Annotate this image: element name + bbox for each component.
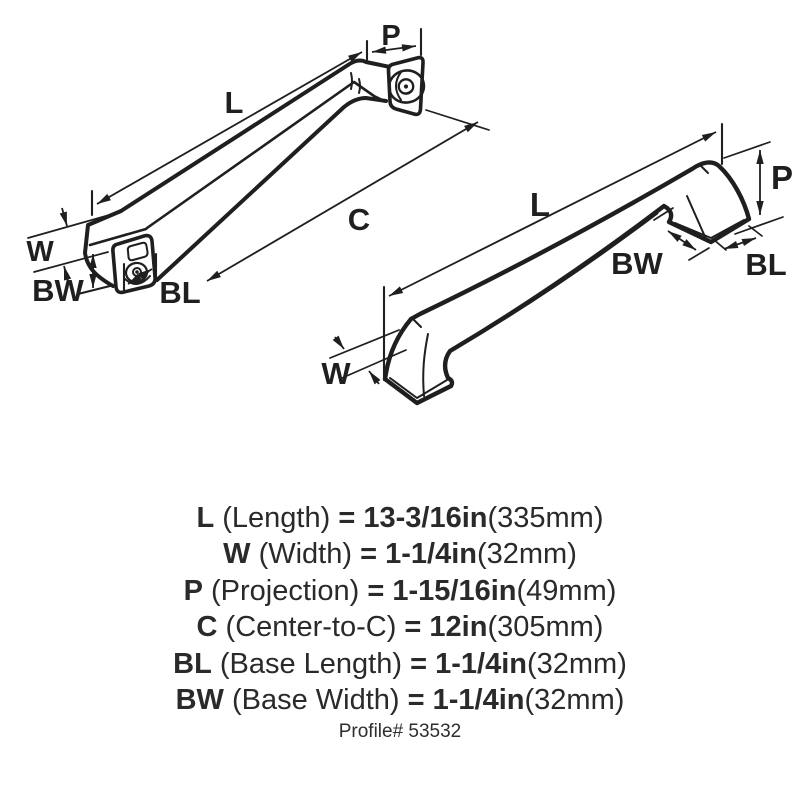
handle-bar-end-inner-edge [88,227,148,247]
spec-name: (Width) [258,538,353,571]
right-screw-arc [399,89,413,95]
equals-sign: = [410,647,428,680]
spec-metric: (32mm) [524,684,625,717]
spec-metric: (305mm) [487,611,604,644]
handle-dimension-diagram: L P C W BW BL [26,20,793,406]
center-dimension-arrow [206,121,479,282]
handle-bar-bottom-edge [155,96,388,282]
projection-label: P [381,20,400,52]
width-extension-line [27,211,121,239]
neck-wrinkle-line [350,72,353,90]
dimension-spec-list: L (Length) = 13-3/16in(335mm) W (Width) … [0,500,800,743]
spec-metric: (49mm) [516,574,617,607]
spec-value: 12in [429,611,488,644]
base-width-extension-tick [688,247,710,261]
center-to-center-label: C [348,202,370,237]
base-length-extension-tick [748,225,763,237]
neck-wrinkle-line [358,78,361,94]
left-base-slot [126,241,149,262]
profile-number: Profile# 53532 [338,721,462,743]
spec-abbr: P [183,574,203,607]
projection-dimension-arrow [371,44,417,54]
handle-side-silhouette [382,160,752,406]
spec-row-base-width: BW (Base Width) = 1-1/4in(32mm) [0,682,800,718]
projection-extension-line [734,216,784,235]
width-arrow [368,370,381,385]
spec-row-base-length: BL (Base Length) = 1-1/4in(32mm) [0,646,800,682]
spec-row-center-to-center: C (Center-to-C) = 12in(305mm) [0,609,800,645]
spec-value: 13-3/16in [363,502,488,534]
base-width-extension-tick [76,284,112,296]
equals-sign: = [338,502,356,534]
spec-abbr: BL [173,647,212,680]
length-dimension-arrow [388,131,717,297]
spec-row-length: L (Length) = 13-3/16in(335mm) [0,500,800,536]
spec-row-width: W (Width) = 1-1/4in(32mm) [0,536,800,572]
width-arrow [332,335,345,350]
length-label: L [530,186,550,223]
width-label: W [321,356,351,391]
base-width-label: BW [611,246,663,281]
perspective-view-diagram: L P C W BW BL [26,20,490,310]
spec-name: (Base Length) [219,647,403,680]
spec-abbr: C [196,611,218,644]
spec-name: (Base Width) [231,684,400,717]
width-label: W [26,236,54,268]
right-screw-center [403,84,409,89]
width-extension-line [329,329,400,359]
spec-name: (Length) [222,502,331,534]
base-length-dimension-arrow [723,237,757,250]
spec-name: (Projection) [211,574,360,607]
left-foot-top-notch [412,318,422,328]
base-width-dimension-arrow [667,230,697,251]
spec-value: 1-1/4in [385,538,477,571]
base-length-label: BL [745,247,786,282]
left-foot-front-edge [422,333,429,397]
side-view-diagram: L P BW BL W [321,122,793,406]
projection-label: P [771,159,793,196]
spec-metric: (32mm) [476,538,577,571]
equals-sign: = [367,574,385,607]
width-extension-line [341,349,407,379]
spec-name: (Center-to-C) [225,611,397,644]
base-width-extension-tick [653,207,674,221]
spec-metric: (32mm) [526,647,627,680]
spec-value: 1-15/16in [392,574,517,607]
right-base-recess [387,69,426,104]
right-recess-inner-arc [395,71,402,101]
width-arrow [59,207,68,227]
length-label: L [225,85,244,120]
spec-value: 1-1/4in [432,684,525,717]
equals-sign: = [404,611,422,644]
base-width-label: BW [32,273,84,308]
projection-extension-line [723,141,771,159]
spec-metric: (335mm) [487,502,604,534]
width-arrow [63,265,72,286]
spec-value: 1-1/4in [435,647,527,680]
left-foot-base-rim [389,377,448,399]
center-extension-line [425,109,490,131]
left-screw-center [135,270,139,274]
spec-abbr: W [223,538,251,571]
handle-bar-end-face [83,209,123,288]
equals-sign: = [360,538,378,571]
spec-abbr: L [196,502,215,534]
base-length-label: BL [159,275,200,310]
spec-abbr: BW [175,684,224,717]
base-length-dimension-arrow [127,268,153,285]
spec-row-projection: P (Projection) = 1-15/16in(49mm) [0,573,800,609]
equals-sign: = [407,684,425,717]
